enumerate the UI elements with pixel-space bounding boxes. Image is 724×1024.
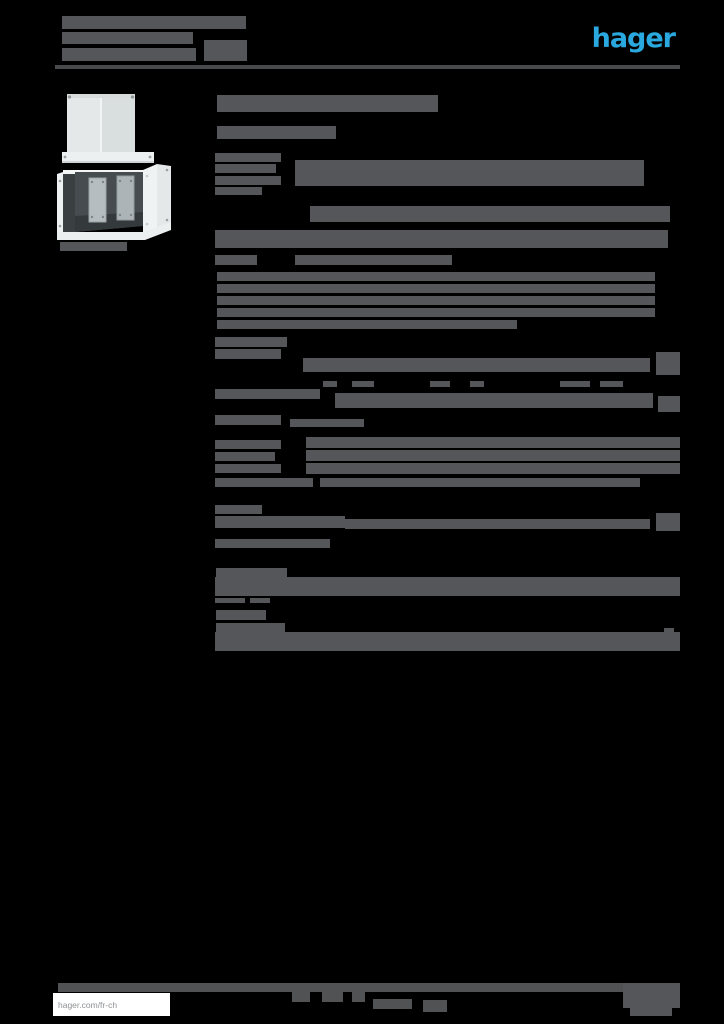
footer-block — [352, 991, 365, 1002]
leader-dot — [352, 381, 374, 387]
footer-block — [423, 1000, 447, 1012]
hager-logo: hager — [591, 23, 676, 54]
spec-label-bar — [215, 464, 281, 473]
spec-text-bar — [335, 393, 653, 408]
spec-label-bar — [215, 452, 275, 461]
spec-label-bar — [215, 153, 281, 162]
spec-text-bar — [290, 419, 364, 427]
page-number-box — [623, 983, 680, 1008]
spec-label-bar — [215, 389, 320, 399]
spec-text-bar — [295, 255, 452, 265]
section-paragraph-line — [217, 320, 517, 329]
section-heading-bar — [216, 568, 287, 578]
spec-label-bar — [215, 255, 257, 265]
spec-label-bar — [215, 349, 281, 359]
header-divider-rule — [55, 65, 680, 69]
section-heading-bar — [216, 610, 266, 620]
footer-block — [373, 999, 412, 1009]
spec-text-bar — [345, 519, 650, 529]
header-text-line — [62, 16, 246, 29]
section-paragraph-line — [217, 296, 655, 305]
section-paragraph-line — [310, 206, 670, 222]
header-text-line — [62, 32, 193, 44]
spec-label-bar — [215, 516, 345, 528]
spec-label-bar — [215, 478, 313, 487]
section-paragraph-line — [306, 450, 680, 461]
spec-label-bar — [215, 187, 262, 195]
leader-dot — [560, 381, 590, 387]
section-paragraph-line — [217, 284, 655, 293]
leader-dot — [323, 381, 337, 387]
section-paragraph-line — [217, 308, 655, 317]
spec-label-bar — [215, 539, 330, 548]
product-title-bar — [217, 95, 438, 112]
spec-label-bar — [215, 164, 276, 173]
leader-dot — [215, 598, 245, 603]
cover-top-edge — [67, 94, 135, 99]
header-text-line — [62, 48, 196, 61]
leader-dot — [250, 598, 270, 603]
section-paragraph-line — [215, 632, 680, 651]
product-caption-line — [60, 242, 127, 251]
spec-value-bar — [658, 396, 680, 412]
section-paragraph-line — [306, 463, 680, 474]
section-paragraph-line — [295, 160, 644, 186]
spec-label-bar — [215, 415, 281, 425]
footer-website-link[interactable]: hager.com/fr-ch — [58, 999, 118, 1010]
product-subtitle-bar — [217, 126, 336, 139]
page-number-tab — [630, 1008, 672, 1016]
footer-block — [322, 991, 343, 1002]
spec-label-bar — [215, 176, 281, 185]
spec-label-bar — [215, 440, 281, 449]
leader-dot — [470, 381, 484, 387]
spec-label-bar — [216, 623, 285, 632]
section-paragraph-line — [215, 577, 680, 596]
spec-text-bar — [303, 358, 650, 372]
section-paragraph-line — [215, 230, 668, 248]
spec-label-bar — [215, 337, 287, 347]
header-reference-block — [204, 40, 247, 61]
section-paragraph-line — [217, 272, 655, 281]
footer-rule — [58, 983, 623, 992]
footer-block — [292, 991, 310, 1002]
product-photo — [57, 94, 171, 240]
leader-dot — [430, 381, 450, 387]
spec-value-bar — [656, 513, 680, 531]
spec-text-bar — [320, 478, 640, 487]
footer-link-box: hager.com/fr-ch — [53, 993, 170, 1016]
footnote-mark — [664, 628, 674, 634]
section-paragraph-line — [306, 437, 680, 448]
spec-label-bar — [215, 505, 262, 514]
leader-dot — [600, 381, 623, 387]
spec-value-bar — [656, 352, 680, 375]
